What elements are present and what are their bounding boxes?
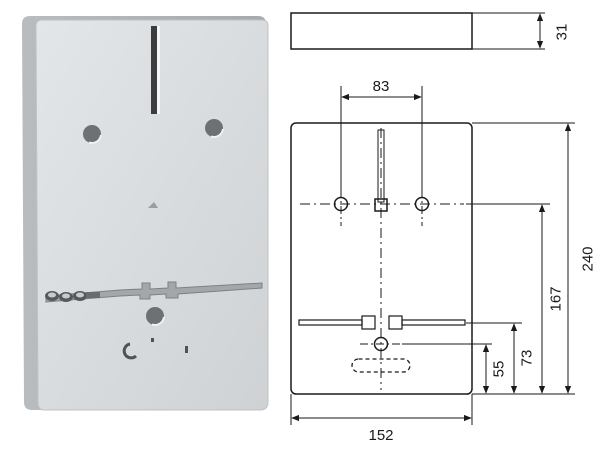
height-label: 240 xyxy=(580,246,597,271)
rail-height-label: 167 xyxy=(548,286,565,311)
panel-front-face xyxy=(35,19,269,411)
lower-hole-height-label: 73 xyxy=(519,350,536,367)
panel-lower-hole xyxy=(146,307,164,325)
front-rail-left xyxy=(298,319,363,326)
technical-drawing xyxy=(290,12,575,425)
panel-top-slot xyxy=(151,26,157,114)
slot-height-label: 55 xyxy=(491,361,508,378)
panel-bottom-notch-left xyxy=(122,342,138,360)
width-label: 152 xyxy=(368,427,393,444)
front-top-slot xyxy=(377,129,385,203)
front-center-square xyxy=(374,198,388,212)
panel-upper-hole-left xyxy=(83,125,101,143)
panel-bottom-notch-center xyxy=(151,338,154,342)
front-rail-block-right xyxy=(388,315,403,330)
panel-upper-hole-right xyxy=(205,119,223,137)
front-view-outline xyxy=(290,122,473,395)
front-rail-block-left xyxy=(361,315,376,330)
depth-label: 31 xyxy=(554,24,571,41)
front-dashed-slot xyxy=(351,358,411,373)
panel-cable-tie xyxy=(45,291,100,302)
side-view-outline xyxy=(290,12,473,50)
panel-center-mark xyxy=(148,202,158,208)
panel-bottom-notch-right xyxy=(185,346,188,353)
front-rail-right xyxy=(401,319,466,326)
panel-illustration xyxy=(22,16,269,411)
hole-spacing-label: 83 xyxy=(373,78,390,95)
